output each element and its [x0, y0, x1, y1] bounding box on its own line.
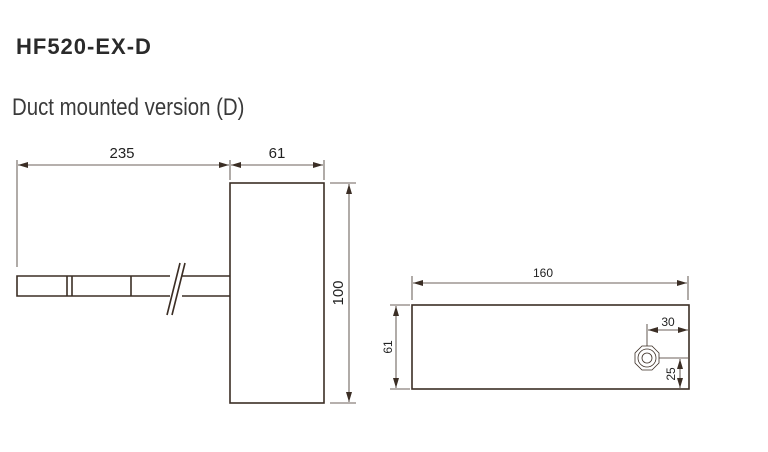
housing-width-label: 160 [533, 266, 553, 280]
gland-offset-y-label: 25 [664, 367, 678, 381]
probe [16, 275, 230, 297]
housing-top [411, 304, 690, 390]
housing-height-label: 100 [330, 280, 347, 305]
top-view: 160 61 30 25 [381, 266, 690, 390]
housing-depth-label: 61 [269, 145, 286, 162]
housing-depth-top-label: 61 [381, 340, 395, 354]
gland-offset-x-label: 30 [661, 315, 675, 329]
product-title: HF520-EX-D [16, 34, 152, 59]
version-subtitle: Duct mounted version (D) [12, 94, 245, 121]
break-mark [166, 262, 181, 316]
break-mark [171, 262, 186, 316]
housing [229, 182, 325, 404]
probe-length-label: 235 [109, 145, 134, 162]
side-view: 235 61 100 [16, 145, 356, 404]
cable-gland [634, 345, 660, 371]
